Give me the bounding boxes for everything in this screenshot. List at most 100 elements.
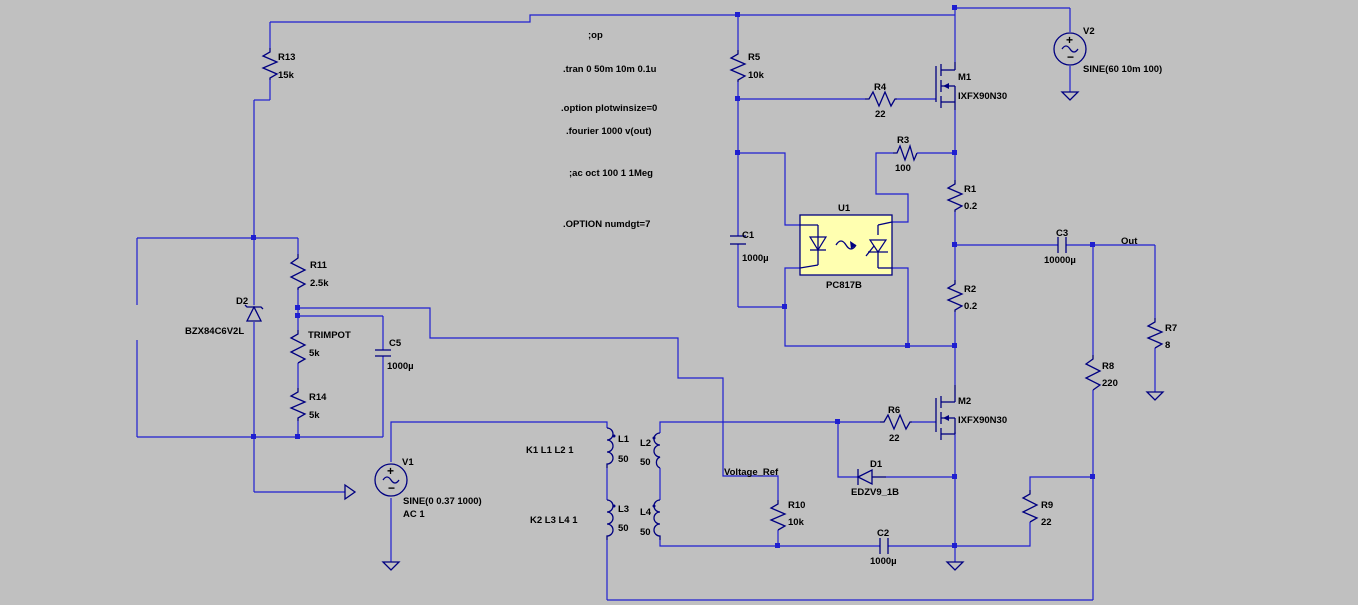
label-v1-name[interactable]: V1: [402, 457, 414, 468]
label-d1-name[interactable]: D1: [870, 459, 883, 470]
label-r1-name[interactable]: R1: [964, 184, 977, 195]
directive-tran[interactable]: .tran 0 50m 10m 0.1u: [563, 64, 657, 75]
label-l1-name[interactable]: L1: [618, 434, 630, 445]
label-m1-name[interactable]: M1: [958, 72, 972, 83]
directive-ac[interactable]: ;ac oct 100 1 1Meg: [569, 168, 653, 179]
label-r4-value[interactable]: 22: [875, 109, 886, 120]
resistor-r2: [946, 280, 964, 312]
svg-text:−: −: [388, 481, 395, 495]
resistor-r9: [1021, 490, 1039, 523]
svg-text:−: −: [1067, 50, 1074, 64]
label-c3-name[interactable]: C3: [1056, 228, 1068, 239]
label-d2-name[interactable]: D2: [236, 296, 248, 307]
label-r11-name[interactable]: R11: [310, 260, 328, 271]
label-l2-value[interactable]: 50: [640, 457, 651, 468]
label-d1-value[interactable]: EDZV9_1B: [851, 487, 899, 498]
label-r1-value[interactable]: 0.2: [964, 201, 977, 212]
resistor-r1: [946, 180, 964, 212]
label-r3-name[interactable]: R3: [897, 135, 909, 146]
label-c2-name[interactable]: C2: [877, 528, 889, 539]
directive-fourier[interactable]: .fourier 1000 v(out): [566, 126, 652, 137]
label-v1-ac[interactable]: AC 1: [403, 509, 425, 520]
label-c5-value[interactable]: 1000µ: [387, 361, 414, 372]
resistor-r3: [893, 143, 918, 162]
component-labels[interactable]: R13 15k R5 10k R4 22 R3 100 R1 0.2 R2 0.…: [185, 26, 1177, 567]
svg-text:+: +: [387, 464, 394, 478]
label-c2-value[interactable]: 1000µ: [870, 556, 897, 567]
arrow-icon: [344, 483, 357, 501]
resistor-r11: [289, 254, 307, 290]
label-r5-name[interactable]: R5: [748, 52, 761, 63]
label-coupling-k1[interactable]: K1 L1 L2 1: [526, 445, 574, 456]
directive-option-numdgt[interactable]: .OPTION numdgt=7: [563, 219, 650, 230]
label-r9-name[interactable]: R9: [1041, 500, 1053, 511]
label-c5-name[interactable]: C5: [389, 338, 402, 349]
label-c1-name[interactable]: C1: [742, 230, 755, 241]
label-l2-name[interactable]: L2: [640, 438, 651, 449]
net-label-voltage-ref[interactable]: Voltage_Ref: [724, 467, 779, 478]
label-v2-value[interactable]: SINE(60 10m 100): [1083, 64, 1162, 75]
label-r2-value[interactable]: 0.2: [964, 301, 977, 312]
inductor-l1: [606, 427, 614, 468]
label-r14-value[interactable]: 5k: [309, 410, 320, 421]
label-r2-name[interactable]: R2: [964, 284, 976, 295]
spice-directives[interactable]: ;op .tran 0 50m 10m 0.1u .option plotwin…: [561, 30, 657, 230]
diode-d1: [856, 468, 886, 486]
label-l4-name[interactable]: L4: [640, 507, 652, 518]
label-r7-value[interactable]: 8: [1165, 340, 1170, 351]
label-coupling-k2[interactable]: K2 L3 L4 1: [530, 515, 578, 526]
resistor-r10: [769, 500, 787, 531]
inductor-l3: [606, 499, 614, 540]
zener-d2: [244, 304, 264, 322]
resistor-r8: [1084, 355, 1102, 391]
label-l1-value[interactable]: 50: [618, 454, 629, 465]
label-l3-name[interactable]: L3: [618, 504, 629, 515]
label-u1-name[interactable]: U1: [838, 203, 851, 214]
capacitor-c2: [879, 538, 889, 554]
label-d2-value[interactable]: BZX84C6V2L: [185, 326, 244, 337]
net-label-out[interactable]: Out: [1121, 236, 1138, 247]
resistor-r4: [865, 90, 897, 108]
label-r10-value[interactable]: 10k: [788, 517, 805, 528]
label-r6-name[interactable]: R6: [888, 405, 900, 416]
directive-option-plotwinsize[interactable]: .option plotwinsize=0: [561, 103, 657, 114]
resistor-trimpot: [289, 330, 307, 364]
label-r8-value[interactable]: 220: [1102, 378, 1118, 389]
label-m2-name[interactable]: M2: [958, 396, 971, 407]
label-r6-value[interactable]: 22: [889, 433, 900, 444]
label-v1-value[interactable]: SINE(0 0.37 1000): [403, 496, 482, 507]
label-r3-value[interactable]: 100: [895, 163, 911, 174]
label-r7-name[interactable]: R7: [1165, 323, 1177, 334]
resistor-r7: [1146, 318, 1164, 349]
label-r5-value[interactable]: 10k: [748, 70, 765, 81]
svg-text:+: +: [1066, 33, 1073, 47]
resistor-r6: [880, 413, 912, 431]
label-trimpot-name[interactable]: TRIMPOT: [308, 330, 351, 341]
label-r9-value[interactable]: 22: [1041, 517, 1052, 528]
label-v2-name[interactable]: V2: [1083, 26, 1095, 37]
label-r4-name[interactable]: R4: [874, 82, 887, 93]
label-r10-name[interactable]: R10: [788, 500, 805, 511]
mosfet-m1: [935, 62, 956, 110]
label-l4-value[interactable]: 50: [640, 527, 651, 538]
label-c3-value[interactable]: 10000µ: [1044, 255, 1076, 266]
label-r13-value[interactable]: 15k: [278, 70, 295, 81]
label-r14-name[interactable]: R14: [309, 392, 327, 403]
label-m1-value[interactable]: IXFX90N30: [958, 91, 1007, 102]
optocoupler-u1: [799, 214, 893, 276]
label-c1-value[interactable]: 1000µ: [742, 253, 769, 264]
capacitor-c5: [375, 349, 391, 357]
resistor-r13: [261, 48, 279, 80]
label-trimpot-value[interactable]: 5k: [309, 348, 320, 359]
label-r8-name[interactable]: R8: [1102, 361, 1114, 372]
label-m2-value[interactable]: IXFX90N30: [958, 415, 1007, 426]
label-l3-value[interactable]: 50: [618, 523, 629, 534]
wires: [136, 7, 1156, 601]
label-u1-value[interactable]: PC817B: [826, 280, 862, 291]
directive-op[interactable]: ;op: [588, 30, 603, 41]
label-r13-name[interactable]: R13: [278, 52, 295, 63]
resistor-r14: [289, 388, 307, 421]
label-r11-value[interactable]: 2.5k: [310, 278, 329, 289]
